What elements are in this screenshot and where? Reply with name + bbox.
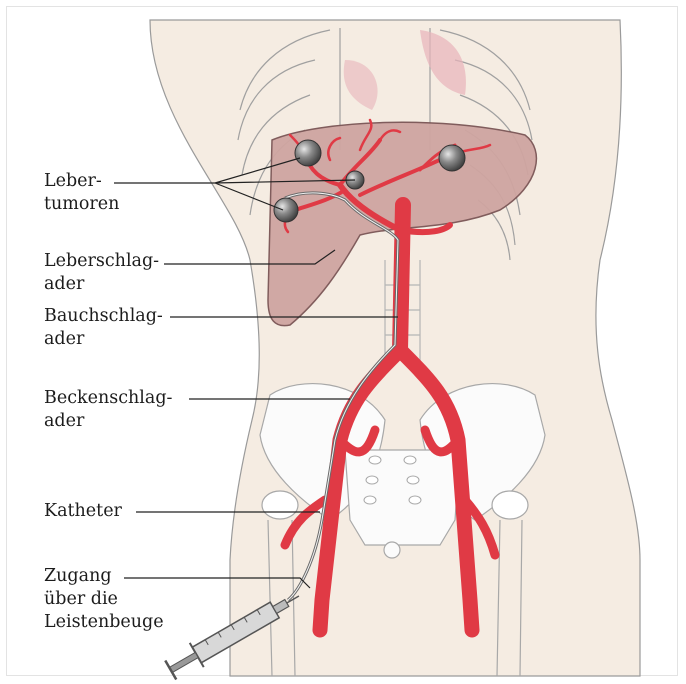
label-line: Beckenschlag- — [44, 387, 172, 410]
label-line: ader — [44, 328, 163, 351]
aorta — [400, 205, 403, 350]
label-leberschlagader: Leberschlag- ader — [44, 250, 159, 296]
label-line: Bauchschlag- — [44, 305, 163, 328]
label-line: Leberschlag- — [44, 250, 159, 273]
label-line: über die — [44, 588, 164, 611]
label-leber-tumoren: Leber- tumoren — [44, 170, 119, 216]
label-zugang: Zugang über die Leistenbeuge — [44, 565, 164, 634]
label-line: Katheter — [44, 500, 122, 523]
label-bauchschlagader: Bauchschlag- ader — [44, 305, 163, 351]
label-line: ader — [44, 273, 159, 296]
label-line: ader — [44, 410, 172, 433]
label-line: tumoren — [44, 193, 119, 216]
tumor-1 — [295, 140, 321, 166]
tumor-4 — [274, 198, 298, 222]
label-beckenschlagader: Beckenschlag- ader — [44, 387, 172, 433]
label-line: Zugang — [44, 565, 164, 588]
tumor-3 — [439, 145, 465, 171]
label-line: Leber- — [44, 170, 119, 193]
label-line: Leistenbeuge — [44, 611, 164, 634]
label-katheter: Katheter — [44, 500, 122, 523]
